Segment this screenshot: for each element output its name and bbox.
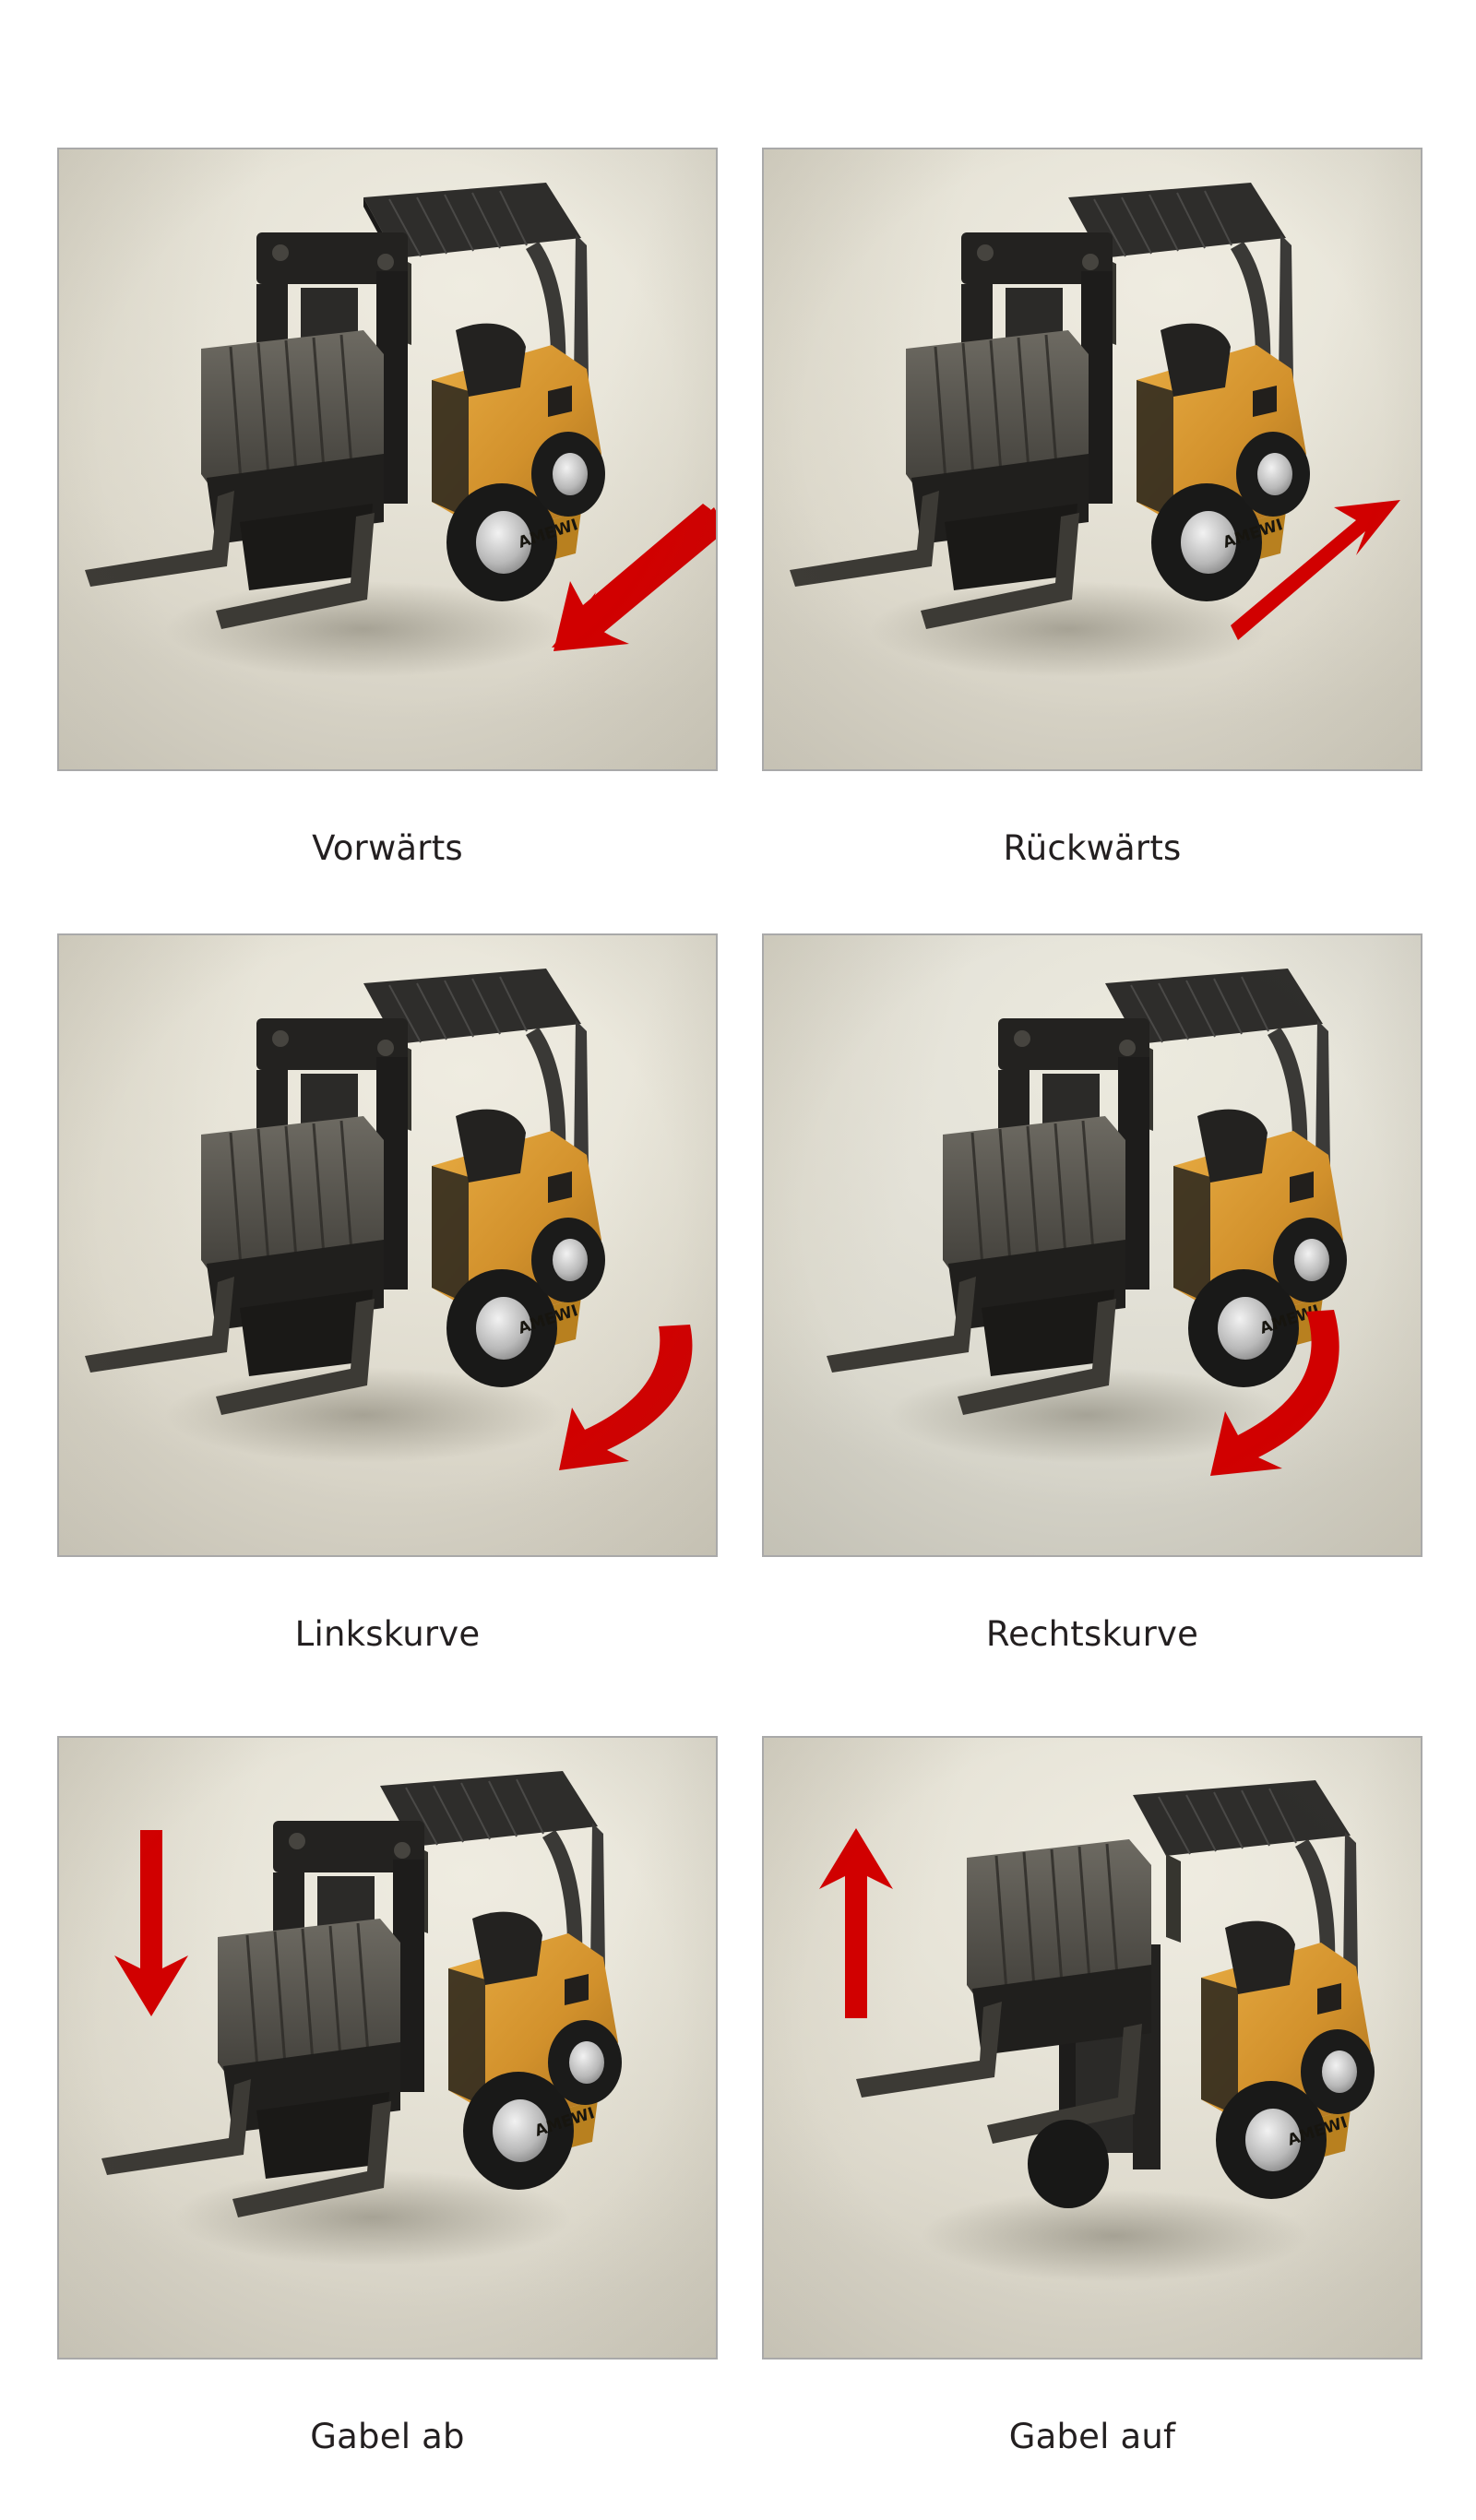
forklift-illustration: AMEWI: [85, 183, 605, 677]
photo-vignette: [764, 935, 1421, 1555]
forklift-illustration: AMEWI: [85, 969, 605, 1463]
forklift-illustration-raised: AMEWI: [856, 1780, 1375, 2282]
photo-vignette: [59, 149, 716, 769]
panel-vorwaerts[interactable]: AMEWI Vorwärts: [57, 148, 718, 868]
caption-vorwaerts: Vorwärts: [312, 828, 463, 868]
panel-row-2: AMEWI Linkskurve: [57, 933, 1422, 1654]
photo-vignette: [59, 935, 716, 1555]
photo-gabel-auf[interactable]: AMEWI: [762, 1736, 1422, 2360]
forklift-illustration: AMEWI: [101, 1771, 622, 2265]
panel-rueckwaerts[interactable]: AMEWI Rückwärts: [762, 148, 1422, 868]
photo-vignette: [764, 149, 1421, 769]
photo-rueckwaerts[interactable]: AMEWI: [762, 148, 1422, 771]
panel-gabel-auf[interactable]: AMEWI Gabel auf: [762, 1736, 1422, 2456]
photo-vignette: [59, 1738, 716, 2358]
caption-gabel-ab: Gabel ab: [310, 2417, 465, 2456]
panel-row-1: AMEWI Vorwärts: [57, 148, 1422, 868]
caption-rechtskurve: Rechtskurve: [985, 1614, 1199, 1654]
panel-rechtskurve[interactable]: AMEWI Rechtskurve: [762, 933, 1422, 1654]
caption-gabel-auf: Gabel auf: [1008, 2417, 1176, 2456]
panel-gabel-ab[interactable]: AMEWI Gabel ab: [57, 1736, 718, 2456]
photo-linkskurve[interactable]: AMEWI: [57, 933, 718, 1557]
panel-row-3: AMEWI Gabel ab: [57, 1736, 1422, 2456]
photo-gabel-ab[interactable]: AMEWI: [57, 1736, 718, 2360]
photo-vorwaerts[interactable]: AMEWI: [57, 148, 718, 771]
panel-linkskurve[interactable]: AMEWI Linkskurve: [57, 933, 718, 1654]
caption-rueckwaerts: Rückwärts: [1003, 828, 1182, 868]
caption-linkskurve: Linkskurve: [294, 1614, 481, 1654]
photo-vignette: [764, 1738, 1421, 2358]
photo-rechtskurve[interactable]: AMEWI: [762, 933, 1422, 1557]
